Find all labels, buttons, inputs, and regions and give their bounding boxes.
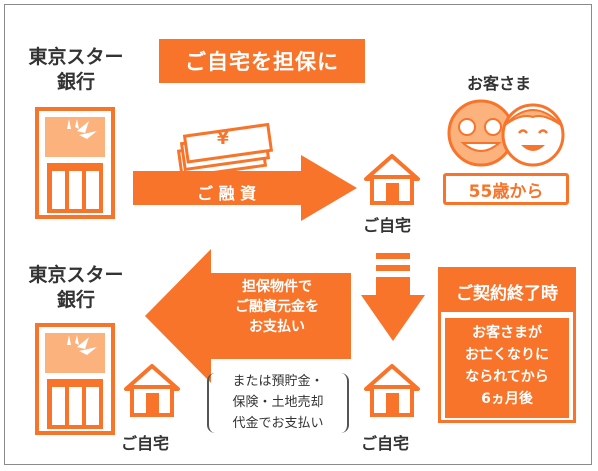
house-icon-bottom-right — [364, 364, 420, 417]
bank-building-icon-bottom — [35, 323, 115, 435]
loan-arrow — [133, 155, 357, 221]
repay-line3: お支払い — [249, 319, 305, 335]
down-arrow — [361, 253, 425, 341]
right-paren — [339, 373, 349, 433]
bank-top-name: 東京スター 銀行 — [17, 45, 135, 95]
contract-end-title-bar: ご契約終了時 — [441, 270, 573, 312]
alt-payment-line2: 保険・土地売却 — [232, 395, 324, 410]
money-stack-icon — [176, 123, 273, 179]
diagram-frame: ご自宅を担保に 東京スター 銀行 ¥ ご 融 資 — [4, 4, 592, 465]
customer-age-badge: 55歳から — [443, 173, 569, 205]
bank-top-line2: 銀行 — [56, 71, 95, 93]
alt-payment-line3: 代金でお支払い — [232, 416, 324, 431]
house-icon-bottom-left — [124, 364, 180, 417]
home-label-bottom-left: ご自宅 — [121, 434, 170, 453]
bank-bottom-line2: 銀行 — [56, 289, 95, 311]
alt-payment-text: または預貯金・ 保険・土地売却 代金でお支払い — [215, 371, 341, 434]
bank-bottom-line1: 東京スター — [28, 264, 124, 286]
repay-line1: 担保物件で — [242, 279, 312, 295]
contract-end-line2: お亡くなりに — [465, 347, 549, 363]
alt-payment-line1: または預貯金・ — [232, 374, 324, 389]
bank-building-icon — [35, 107, 115, 219]
bank-top-line1: 東京スター — [28, 46, 124, 68]
home-label-mid: ご自宅 — [363, 216, 412, 235]
customer-title: お客さま — [467, 74, 532, 93]
repay-arrow — [145, 249, 351, 383]
contract-end-body: お客さまが お亡くなりに なられてから 6ヵ月後 — [445, 318, 569, 418]
title-banner: ご自宅を担保に — [159, 39, 365, 83]
yen-symbol: ¥ — [217, 129, 229, 149]
repay-line2: ご融資元金を — [235, 299, 319, 315]
loan-label: ご 融 資 — [197, 184, 257, 203]
contract-end-line3: なられてから — [465, 369, 549, 385]
repay-label: 担保物件で ご融資元金を お支払い — [211, 277, 343, 337]
house-icon — [364, 154, 420, 205]
home-label-bottom-right: ご自宅 — [361, 434, 410, 453]
contract-end-box: ご契約終了時 お客さまが お亡くなりに なられてから 6ヵ月後 — [438, 267, 576, 423]
customer-age-text: 55歳から — [468, 181, 544, 202]
bank-bottom-name: 東京スター 銀行 — [17, 263, 135, 313]
contract-end-line4: 6ヵ月後 — [481, 391, 533, 407]
left-paren — [207, 373, 217, 433]
contract-end-line1: お客さまが — [472, 325, 542, 341]
customers-icon — [447, 99, 565, 167]
contract-end-title: ご契約終了時 — [456, 283, 558, 304]
alt-payment-note: または預貯金・ 保険・土地売却 代金でお支払い — [207, 371, 349, 439]
title-text: ご自宅を担保に — [185, 50, 339, 74]
